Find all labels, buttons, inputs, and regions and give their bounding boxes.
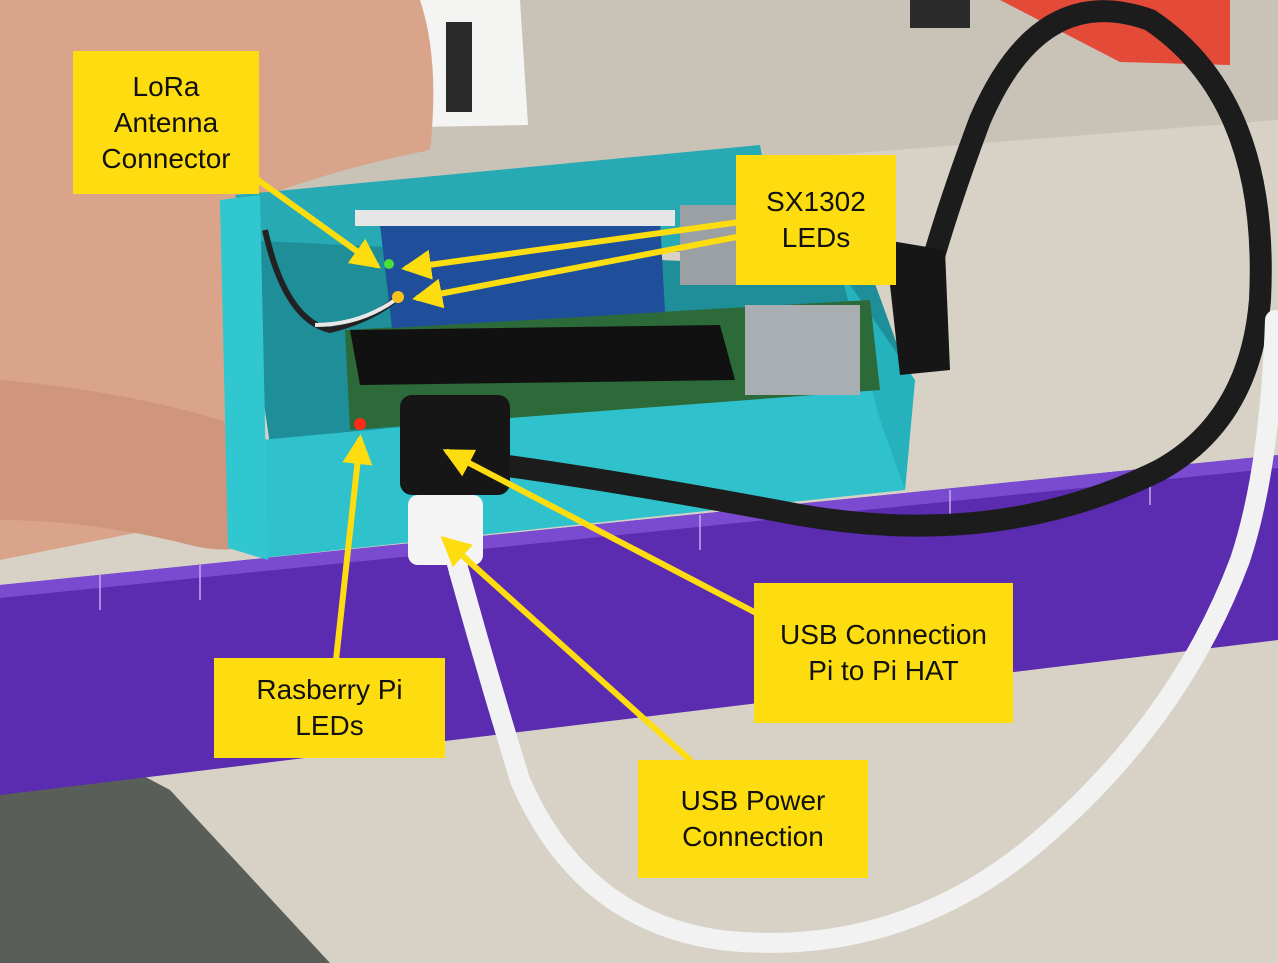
black-cable — [409, 0, 1272, 537]
paper-barcode — [446, 22, 472, 112]
callout-line: LEDs — [781, 222, 851, 253]
black-cable-plug-right — [885, 240, 950, 375]
callout-line: Connection — [682, 821, 824, 852]
white-usb-plug — [408, 495, 483, 565]
sx1302-led-amber — [392, 291, 404, 303]
callout-lora-antenna-connector: LoRa Antenna Connector — [73, 51, 259, 194]
callout-line: Connector — [101, 142, 231, 174]
arrow-usb-power — [440, 535, 693, 763]
pi-led-red — [354, 418, 366, 430]
callout-line: USB Power — [680, 785, 826, 816]
usb-plug-top — [910, 0, 970, 28]
callout-line: Antenna — [113, 106, 219, 138]
callout-line: Pi to Pi HAT — [808, 655, 959, 686]
callout-line: LoRa — [132, 70, 200, 102]
enclosure-left — [220, 195, 268, 560]
callout-line: Rasberry Pi — [256, 674, 403, 705]
arrow-pi-leds — [333, 434, 373, 663]
arrow-usb-hat — [442, 449, 763, 618]
white-cable — [435, 310, 1278, 953]
callout-line: SX1302 — [766, 186, 866, 217]
ruler-edge — [0, 455, 1278, 598]
arrow-sx1302-amber — [412, 233, 745, 309]
callout-line: LEDs — [295, 710, 364, 741]
callout-usb-connection-pi-to-hat: USB Connection Pi to Pi HAT — [754, 583, 1013, 723]
arrow-lora-antenna — [255, 177, 381, 269]
arrow-sx1302-green — [401, 219, 743, 280]
callout-usb-power-connection: USB Power Connection — [638, 760, 868, 878]
hat-board — [350, 325, 735, 385]
sx1302-led-green — [384, 259, 394, 269]
callout-line: USB Connection — [779, 619, 987, 650]
gpio-header — [355, 210, 675, 226]
callout-arrows — [255, 177, 763, 763]
callout-sx1302-leds: SX1302 LEDs — [736, 155, 896, 285]
sx1302-module — [380, 220, 665, 328]
thumb — [0, 380, 278, 550]
callout-raspberry-pi-leds: Rasberry Pi LEDs — [214, 658, 445, 758]
black-usb-plug — [400, 395, 510, 495]
antenna-wire-white — [314, 298, 397, 327]
usb-ports — [745, 305, 860, 395]
